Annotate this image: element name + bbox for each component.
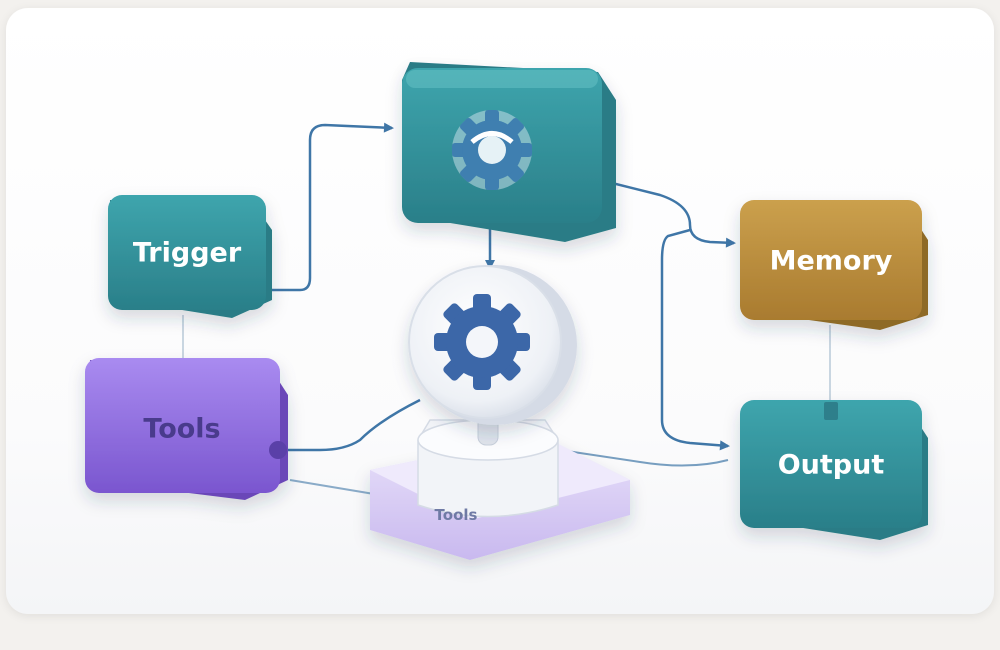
output-label: Output: [778, 450, 885, 481]
connector-trigger-to-agent: [272, 122, 394, 292]
connector-to-output: [660, 228, 730, 451]
engine-base-label: Tools: [435, 506, 478, 524]
trigger-label: Trigger: [133, 238, 242, 269]
connector-base-to-output: [559, 449, 729, 467]
memory-label: Memory: [770, 246, 893, 277]
trigger-block[interactable]: Trigger: [108, 195, 272, 318]
tools-label: Tools: [143, 414, 220, 445]
connector-agent-to-memory: [599, 178, 736, 248]
engine-stand: Tools: [417, 394, 559, 524]
tools-block[interactable]: Tools: [85, 358, 288, 500]
connector-tools-to-base: [289, 479, 381, 496]
agent-gear-icon: [452, 110, 532, 190]
memory-block[interactable]: Memory: [740, 200, 928, 330]
engine-gear-icon: [434, 294, 530, 390]
connector-engine-to-tools: [276, 398, 421, 455]
output-block[interactable]: Output: [740, 400, 928, 540]
